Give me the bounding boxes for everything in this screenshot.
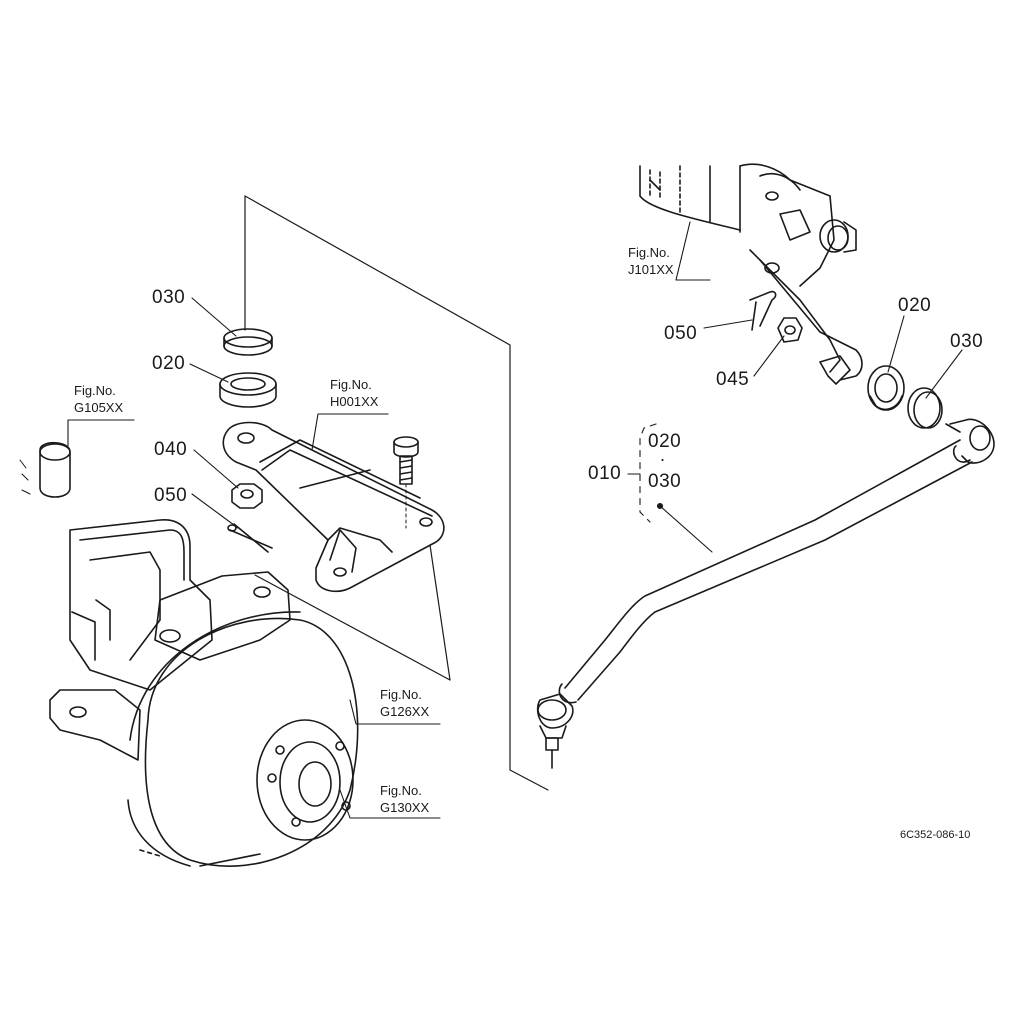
figure-ref-code: G130XX: [380, 800, 430, 815]
axle-housing: [19, 441, 291, 761]
figure-ref-g130: Fig.No. G130XX: [380, 782, 429, 816]
bracket-h001: [222, 421, 445, 593]
figure-ref-h001: Fig.No. H001XX: [330, 376, 378, 410]
part-label-040: 040: [154, 439, 188, 460]
part-label-050-right: 050: [664, 323, 698, 344]
figure-ref-prefix: Fig.No.: [74, 383, 116, 398]
figure-ref-prefix: Fig.No.: [380, 687, 422, 702]
brake-drum: [127, 611, 359, 867]
figure-ref-code: G126XX: [380, 704, 430, 719]
cotter-pin-left: [227, 523, 273, 553]
figure-ref-j101: Fig.No. J101XX: [628, 244, 674, 278]
part-label-020-group: 020: [648, 431, 682, 452]
part-label-030-group: 030: [648, 471, 682, 492]
part-label-010: 010: [588, 463, 622, 484]
snap-ring-right: [907, 387, 943, 429]
part-label-030-right: 030: [950, 331, 984, 352]
figure-ref-g126: Fig.No. G126XX: [380, 686, 429, 720]
figure-ref-prefix: Fig.No.: [380, 783, 422, 798]
figure-ref-code: H001XX: [330, 394, 379, 409]
figure-ref-prefix: Fig.No.: [330, 377, 372, 392]
group-separator: .: [660, 445, 666, 465]
figure-ref-code: J101XX: [628, 262, 674, 277]
figure-ref-prefix: Fig.No.: [628, 245, 670, 260]
tie-rod: [536, 418, 995, 769]
part-label-045: 045: [716, 369, 750, 390]
figure-ref-code: G105XX: [74, 400, 124, 415]
oil-seal-left: [219, 372, 277, 408]
cotter-pin-right: [749, 290, 777, 331]
drawing-code: 6C352-086-10: [900, 829, 971, 841]
part-label-020-right: 020: [898, 295, 932, 316]
nut-right: [777, 317, 803, 343]
leader-lines: [67, 221, 963, 819]
part-label-020-left: 020: [152, 353, 186, 374]
figure-ref-g105: Fig.No. G105XX: [74, 382, 123, 416]
part-label-030-left: 030: [152, 287, 186, 308]
dust-seal-right: [867, 365, 905, 411]
part-label-050-left: 050: [154, 485, 188, 506]
steering-cylinder: [639, 163, 863, 385]
snap-ring-left: [223, 328, 273, 356]
nut-left: [231, 483, 263, 509]
bolt: [393, 436, 419, 529]
